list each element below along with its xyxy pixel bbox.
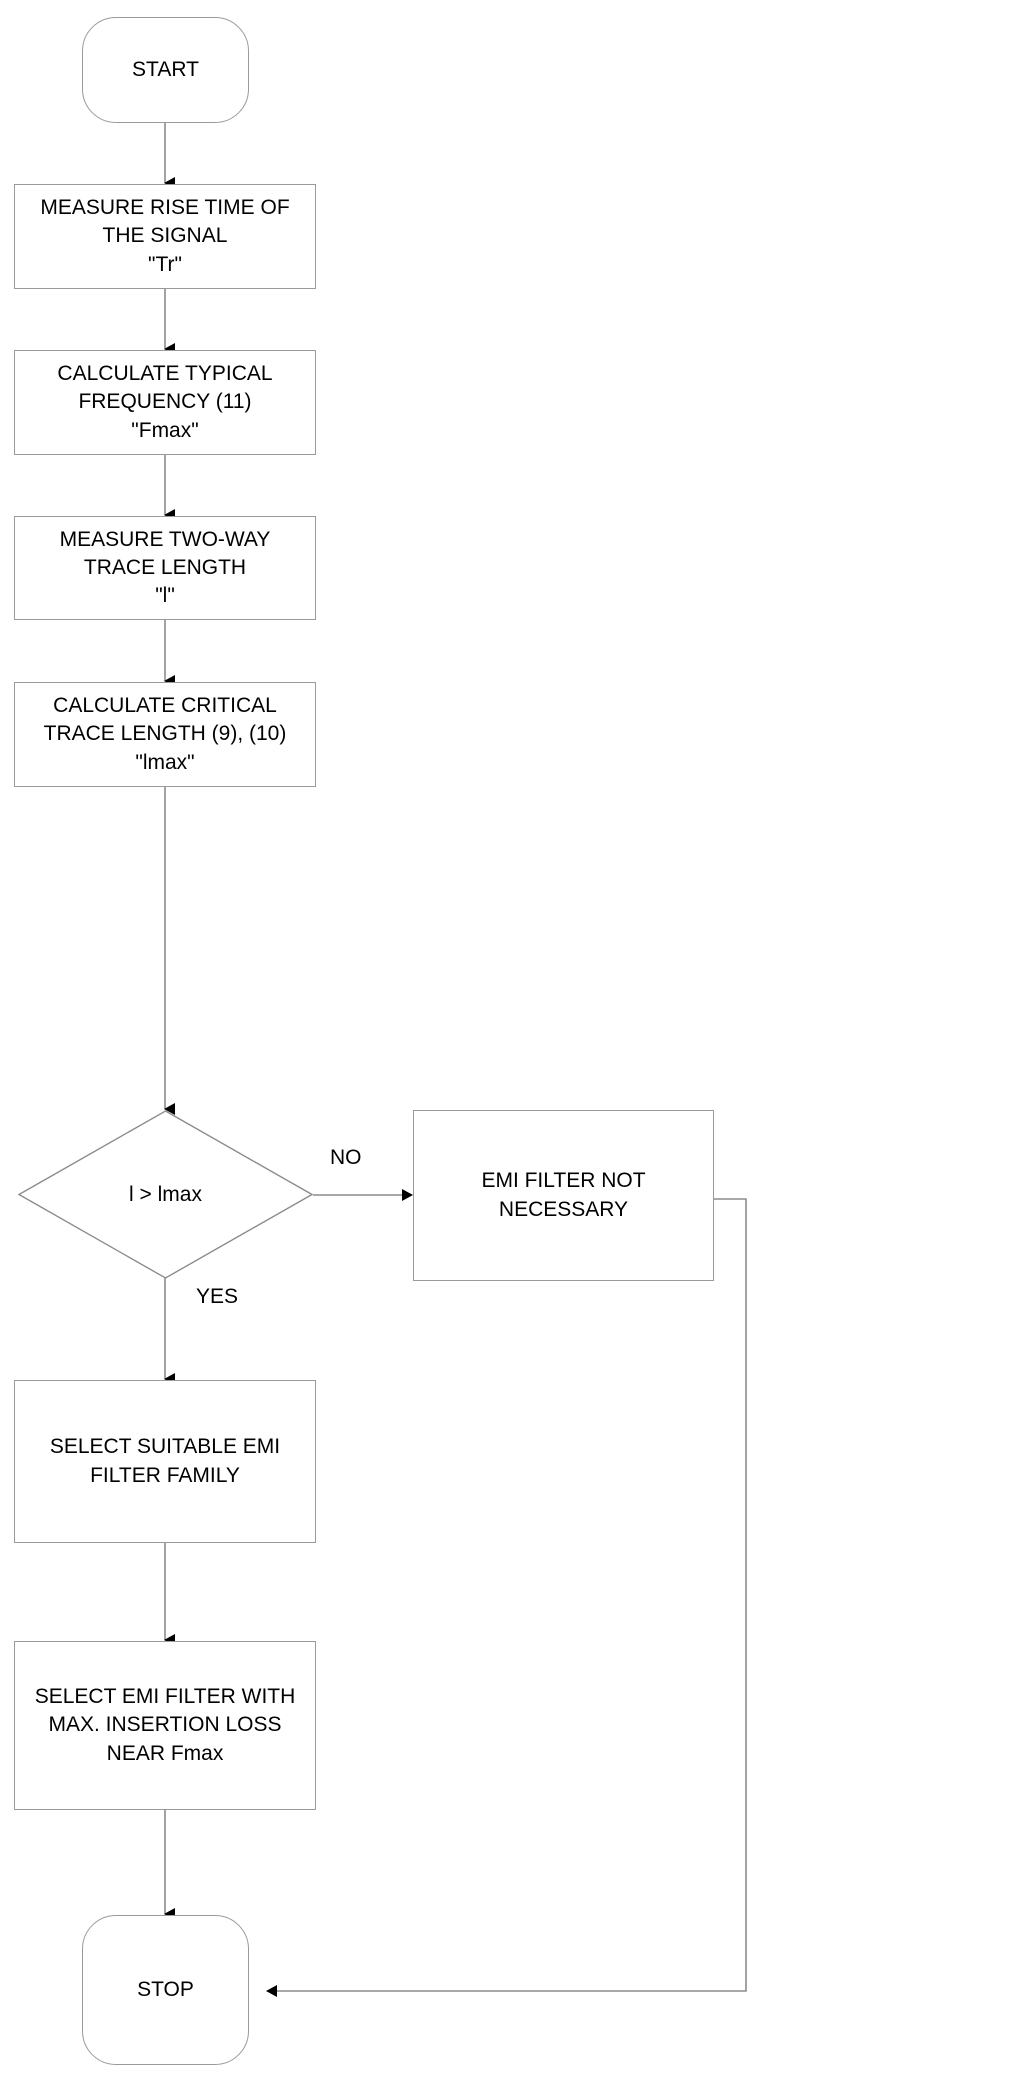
- node-calculate-typical-frequency-label: CALCULATE TYPICAL FREQUENCY (11) "Fmax": [57, 362, 273, 442]
- node-emi-filter-not-necessary[interactable]: EMI FILTER NOT NECESSARY: [413, 1110, 714, 1281]
- node-measure-trace-length[interactable]: MEASURE TWO-WAY TRACE LENGTH "l": [14, 516, 316, 620]
- node-measure-trace-length-label: MEASURE TWO-WAY TRACE LENGTH "l": [59, 527, 271, 608]
- node-calculate-critical-trace-length[interactable]: CALCULATE CRITICAL TRACE LENGTH (9), (10…: [14, 682, 316, 787]
- node-measure-rise-time[interactable]: MEASURE RISE TIME OF THE SIGNAL "Tr": [14, 184, 316, 289]
- node-calculate-critical-trace-length-label: CALCULATE CRITICAL TRACE LENGTH (9), (10…: [43, 694, 287, 774]
- node-stop-label: STOP: [137, 1977, 194, 2001]
- node-stop[interactable]: STOP: [82, 1915, 249, 2065]
- diamond-shape: [18, 1110, 313, 1279]
- node-select-emi-filter-max-insertion-loss[interactable]: SELECT EMI FILTER WITH MAX. INSERTION LO…: [14, 1641, 316, 1810]
- node-calculate-typical-frequency[interactable]: CALCULATE TYPICAL FREQUENCY (11) "Fmax": [14, 350, 316, 455]
- edge-label-no: NO: [330, 1146, 362, 1169]
- node-start-label: START: [132, 57, 199, 81]
- node-select-emi-filter-max-insertion-loss-label: SELECT EMI FILTER WITH MAX. INSERTION LO…: [34, 1685, 296, 1765]
- node-decision-l-greater-lmax[interactable]: l > lmax: [18, 1110, 313, 1279]
- node-decision-label: l > lmax: [129, 1182, 202, 1206]
- node-select-suitable-emi-filter-family-label: SELECT SUITABLE EMI FILTER FAMILY: [49, 1435, 281, 1487]
- edge-not-necessary-to-stop: [266, 1198, 747, 1997]
- node-emi-filter-not-necessary-label: EMI FILTER NOT NECESSARY: [481, 1169, 646, 1221]
- node-select-suitable-emi-filter-family[interactable]: SELECT SUITABLE EMI FILTER FAMILY: [14, 1380, 316, 1543]
- edge-label-yes: YES: [196, 1285, 239, 1308]
- node-start[interactable]: START: [82, 17, 249, 123]
- node-measure-rise-time-label: MEASURE RISE TIME OF THE SIGNAL "Tr": [40, 196, 290, 276]
